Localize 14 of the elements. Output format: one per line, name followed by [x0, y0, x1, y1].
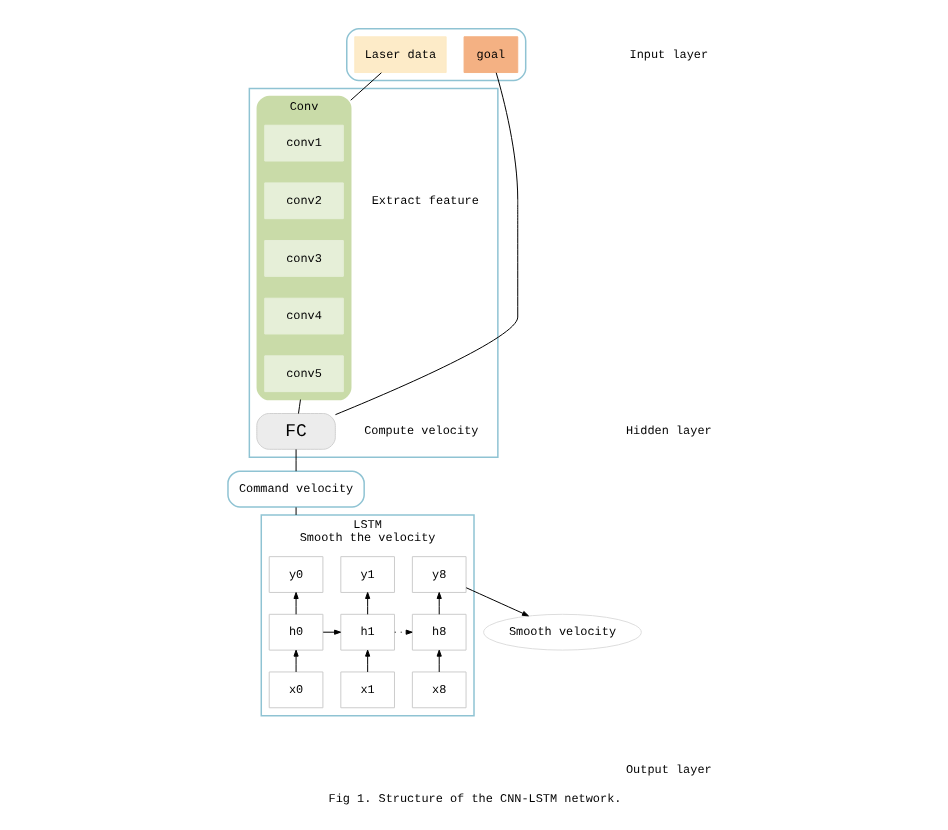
connector	[349, 72, 381, 101]
arrow	[292, 649, 298, 673]
arrow	[435, 649, 441, 673]
arrow	[364, 649, 370, 673]
arrow	[292, 592, 298, 615]
connector	[333, 72, 518, 416]
cluster	[247, 87, 498, 458]
arrow	[364, 592, 370, 615]
node-box: FC	[255, 413, 335, 450]
arrow	[464, 587, 528, 617]
cluster	[345, 28, 526, 82]
connector	[297, 399, 300, 414]
arrow	[435, 592, 441, 615]
arrow	[321, 629, 341, 635]
